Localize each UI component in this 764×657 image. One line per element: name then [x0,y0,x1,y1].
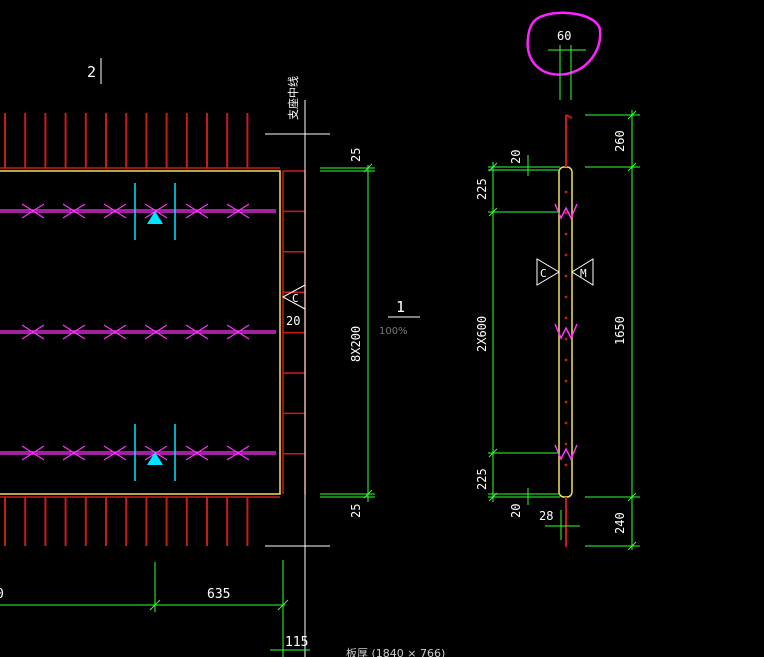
section-mark-1: 1 [396,298,405,316]
mesh-cross [185,203,209,219]
mesh-cross [144,203,168,219]
rebar-dot [564,421,568,425]
mesh-cross [21,324,45,340]
axis-label: 支座中线 [286,76,300,120]
rebar-dot [564,274,568,278]
mesh-cross [226,203,250,219]
rebar-dot [564,358,568,362]
overall-260-dimension: 260 [613,130,627,152]
mesh-v-symbols [554,203,578,461]
mesh-cross [185,324,209,340]
rebar-dot [564,316,568,320]
overall-dimension-chain [585,110,640,551]
mesh-cross [226,324,250,340]
top-hook-rebar [565,114,573,167]
right-bottom-28-dimension: 28 [539,509,553,523]
v-mesh-symbol [554,203,578,220]
rebar-dot [564,190,568,194]
svg-text:M: M [580,267,587,280]
svg-text:C: C [540,267,547,280]
left-dimension-chain [320,163,375,502]
rebar-dot [564,337,568,341]
rebar-dot [564,211,568,215]
mesh-cross [226,445,250,461]
right-top-small-dimension: 20 [509,150,523,164]
cyan-section-markers[interactable] [134,183,176,481]
section-mark-2: 2 [87,63,96,81]
mesh-cross [103,445,127,461]
v-mesh-symbol [554,444,578,461]
mesh-cross [62,445,86,461]
left-cover-top-dimension: 25 [349,148,363,162]
mesh-cross [21,203,45,219]
bottom-left-dimension: 0 [0,587,4,602]
top-circled-dimension: 60 [557,29,571,43]
drawing-caption: 板厚 (1840 × 766) [346,646,445,657]
highlight-circle[interactable] [526,11,602,76]
bottom-dimension-lines [0,560,310,657]
slab-outline[interactable] [0,170,281,495]
mesh-cross [62,324,86,340]
left-cover-bottom-dimension: 25 [349,504,363,518]
mesh-cross [62,203,86,219]
bottom-28-dimension-line [545,510,580,540]
top-rebar-ticks [4,113,249,168]
svg-text:C: C [292,292,299,305]
m-marker[interactable]: M [571,258,594,286]
v-mesh-symbol [554,323,578,340]
right-top-225-dimension: 225 [475,178,489,200]
right-middle-dimension: 2X600 [475,316,489,352]
zoom-level: 100% [379,326,408,337]
top-width-dimension [548,45,586,100]
rebar-dot [564,295,568,299]
left-span-dimension: 8X200 [349,326,363,362]
overall-240-dimension: 240 [613,512,627,534]
c-marker[interactable]: C [536,258,560,286]
rebar-dot [564,253,568,257]
mesh-cross [185,445,209,461]
rebar-dot [564,400,568,404]
mesh-cross [103,324,127,340]
right-bottom-small-dimension: 20 [509,504,523,518]
rebar-dot [564,463,568,467]
mesh-rebar-rows[interactable] [0,203,276,461]
rebar-dot [564,232,568,236]
mesh-cross [103,203,127,219]
mesh-cross [144,445,168,461]
bottom-rebar-ticks [4,497,249,546]
left-offset-dimension: 20 [286,314,300,328]
cyan-triangle-bottom-icon [147,452,163,465]
rebar-dots [564,190,568,467]
right-bottom-225-dimension: 225 [475,468,489,490]
rebar-dot [564,442,568,446]
left-c-marker[interactable]: C [281,284,306,310]
rebar-dot [564,379,568,383]
bottom-115-dimension: 115 [285,635,308,650]
mesh-cross [144,324,168,340]
overall-1650-dimension: 1650 [613,316,627,345]
cyan-triangle-top-icon [147,211,163,224]
mesh-cross [21,445,45,461]
bottom-635-dimension: 635 [207,587,230,602]
inner-dimension-chain [488,155,560,505]
